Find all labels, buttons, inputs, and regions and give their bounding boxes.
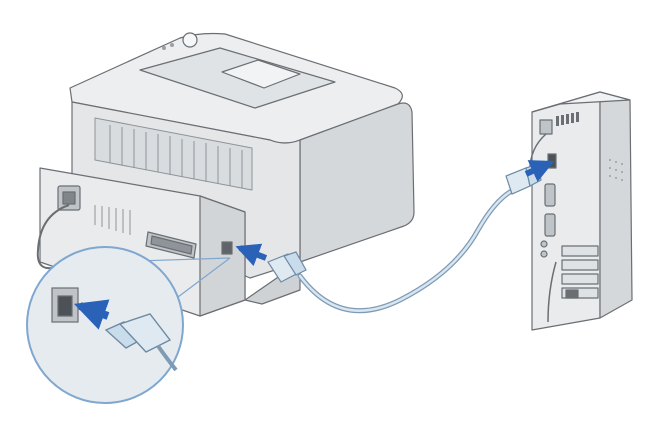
computer-tower bbox=[531, 91, 633, 331]
insert-arrow-computer bbox=[524, 160, 555, 182]
computer-side bbox=[599, 91, 633, 319]
insert-arrow-closeup bbox=[73, 299, 110, 330]
zoom-circle bbox=[26, 246, 184, 404]
serial-port bbox=[544, 183, 556, 207]
module-grille bbox=[94, 205, 131, 235]
usb-port bbox=[221, 241, 233, 255]
computer-power-socket bbox=[539, 119, 553, 135]
power-socket bbox=[57, 185, 81, 211]
usb-b-plug-closeup bbox=[104, 313, 172, 353]
computer-vents bbox=[556, 112, 579, 126]
network-port bbox=[565, 289, 579, 299]
expansion-slots bbox=[561, 245, 599, 299]
printer bbox=[39, 32, 415, 317]
printer-right-side bbox=[299, 102, 415, 263]
usb-b-plug bbox=[267, 251, 307, 283]
side-vent-dots bbox=[609, 159, 623, 181]
vga-port bbox=[544, 213, 556, 237]
usb-cable-closeup bbox=[156, 344, 178, 372]
usb-port-closeup bbox=[51, 287, 79, 323]
zoom-callout bbox=[26, 246, 231, 404]
power-button bbox=[182, 32, 198, 48]
parallel-port bbox=[145, 231, 197, 259]
rear-vent-grille bbox=[94, 117, 253, 191]
power-cord bbox=[36, 204, 70, 270]
insert-arrow-printer bbox=[235, 243, 268, 267]
tray-handle bbox=[221, 59, 301, 89]
